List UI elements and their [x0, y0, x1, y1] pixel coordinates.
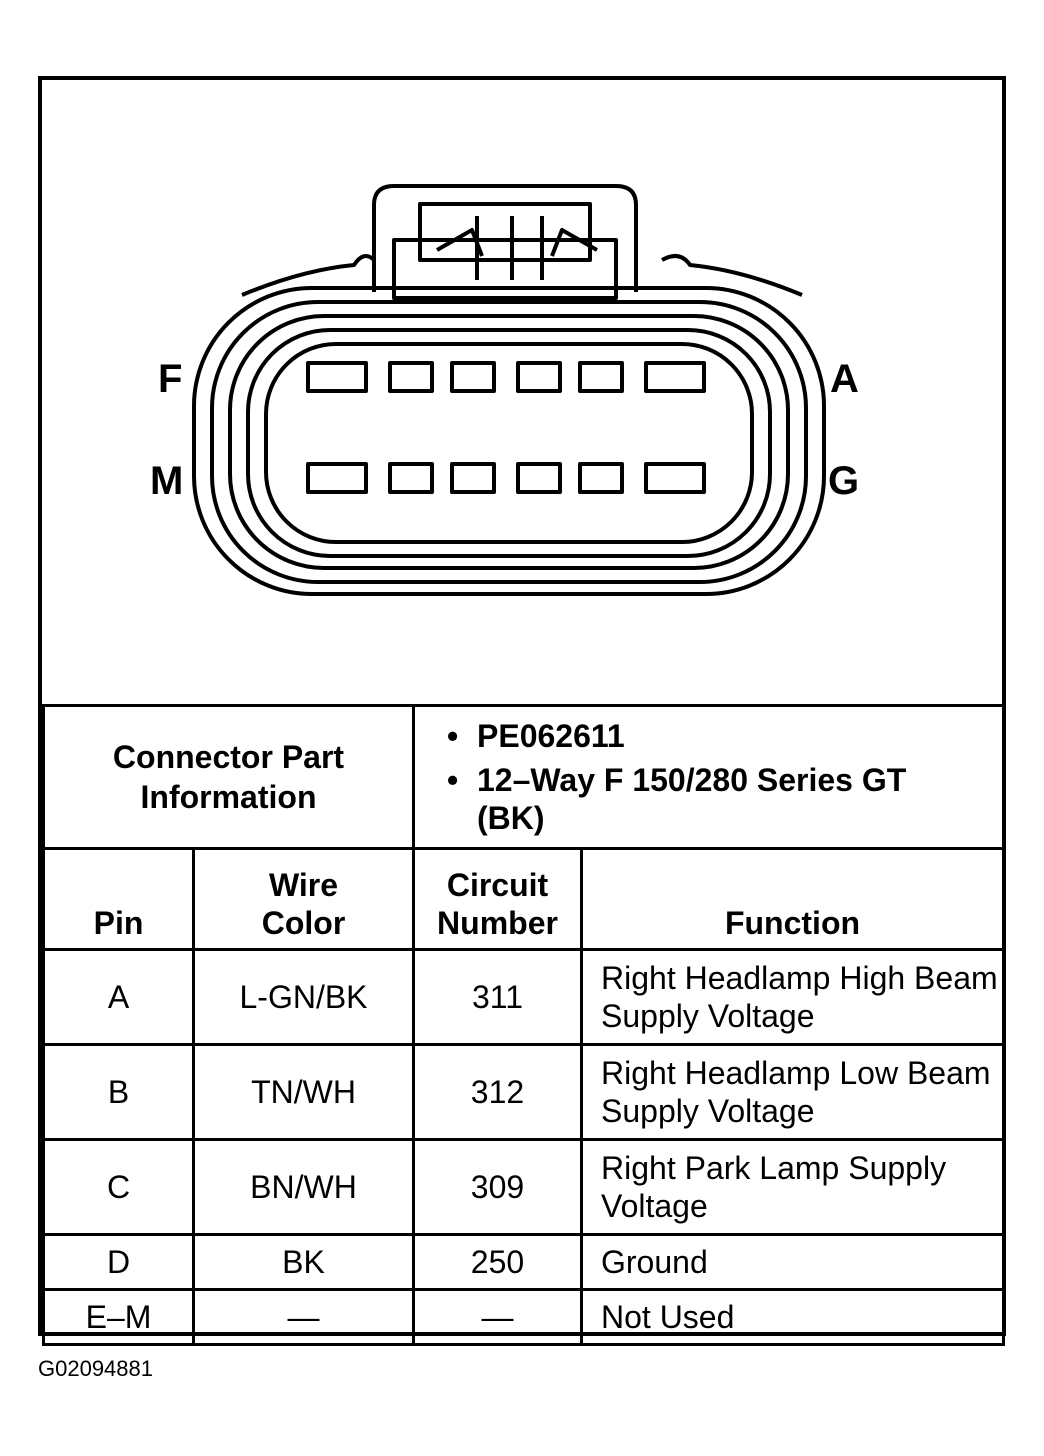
connector-face-drawing: F A M G — [150, 184, 859, 596]
pin-label-F: F — [158, 357, 182, 401]
cell-pin: C — [42, 1138, 195, 1236]
right-ear — [661, 254, 803, 297]
cell-circuit: 311 — [412, 948, 583, 1046]
cavity-J — [516, 462, 562, 494]
cell-circuit: 312 — [412, 1043, 583, 1141]
latch-housing — [372, 184, 638, 292]
cell-wire-color: BN/WH — [192, 1138, 415, 1236]
left-ear — [241, 254, 376, 297]
cavity-row-bottom — [306, 462, 706, 494]
cell-function: Right Headlamp High Beam Supply Voltage — [580, 948, 1005, 1046]
cavity-C — [516, 361, 562, 393]
latch-tabs — [475, 216, 544, 280]
connector-description: 12–Way F 150/280 Series GT (BK) — [447, 761, 917, 837]
pin-label-M: M — [150, 459, 183, 503]
cell-wire-color: — — [192, 1288, 415, 1346]
connector-diagram: F A M G — [42, 80, 1002, 706]
header-function: Function — [580, 847, 1005, 951]
latch-base — [392, 238, 618, 300]
connector-frame: F A M G Connector Part Information PE062… — [38, 76, 1006, 1346]
part-info-list: PE062611 12–Way F 150/280 Series GT (BK) — [415, 717, 1002, 837]
cavity-K — [450, 462, 496, 494]
cell-function: Right Park Lamp Supply Voltage — [580, 1138, 1005, 1236]
figure-id: G02094881 — [38, 1356, 153, 1381]
cavity-H — [578, 462, 624, 494]
cell-wire-color: L-GN/BK — [192, 948, 415, 1046]
cell-function: Not Used — [580, 1288, 1005, 1346]
part-info-label: Connector Part Information — [42, 704, 415, 850]
cavity-F — [306, 361, 368, 393]
cell-pin: B — [42, 1043, 195, 1141]
cell-circuit: 250 — [412, 1233, 583, 1291]
cavity-row-top — [306, 361, 706, 393]
table-row: A L-GN/BK 311 Right Headlamp High Beam S… — [42, 948, 1005, 1046]
table-header-row: Pin Wire Color Circuit Number Function — [42, 847, 1005, 951]
cavity-E — [388, 361, 434, 393]
part-info-values: PE062611 12–Way F 150/280 Series GT (BK) — [412, 704, 1005, 850]
cell-circuit: 309 — [412, 1138, 583, 1236]
cell-pin: D — [42, 1233, 195, 1291]
latch-arms — [436, 228, 598, 257]
cavity-L — [388, 462, 434, 494]
cavity-G — [644, 462, 706, 494]
cell-circuit: — — [412, 1288, 583, 1346]
cell-wire-color: BK — [192, 1233, 415, 1291]
pin-label-G: G — [828, 459, 859, 503]
latch-inner — [418, 202, 592, 262]
housing-ring-4 — [246, 328, 772, 558]
cavity-M — [306, 462, 368, 494]
table-row: E–M — — Not Used — [42, 1288, 1005, 1346]
table-row: C BN/WH 309 Right Park Lamp Supply Volta… — [42, 1138, 1005, 1236]
part-info-row: Connector Part Information PE062611 12–W… — [42, 704, 1005, 850]
header-circuit-number: Circuit Number — [412, 847, 583, 951]
housing-ring-2 — [210, 300, 808, 584]
header-pin: Pin — [42, 847, 195, 951]
cell-wire-color: TN/WH — [192, 1043, 415, 1141]
housing-ring-3 — [228, 314, 790, 570]
cell-function: Right Headlamp Low Beam Supply Voltage — [580, 1043, 1005, 1141]
cavity-A — [644, 361, 706, 393]
cell-pin: A — [42, 948, 195, 1046]
cavity-D — [450, 361, 496, 393]
housing-inner — [264, 342, 754, 544]
part-number: PE062611 — [447, 717, 1002, 755]
header-wire-color: Wire Color — [192, 847, 415, 951]
table-row: B TN/WH 312 Right Headlamp Low Beam Supp… — [42, 1043, 1005, 1141]
pin-label-A: A — [830, 357, 859, 401]
connector-pinout-table: Connector Part Information PE062611 12–W… — [42, 704, 1005, 1346]
housing-outer — [192, 286, 826, 596]
cavity-B — [578, 361, 624, 393]
cell-function: Ground — [580, 1233, 1005, 1291]
cell-pin: E–M — [42, 1288, 195, 1346]
table-row: D BK 250 Ground — [42, 1233, 1005, 1291]
